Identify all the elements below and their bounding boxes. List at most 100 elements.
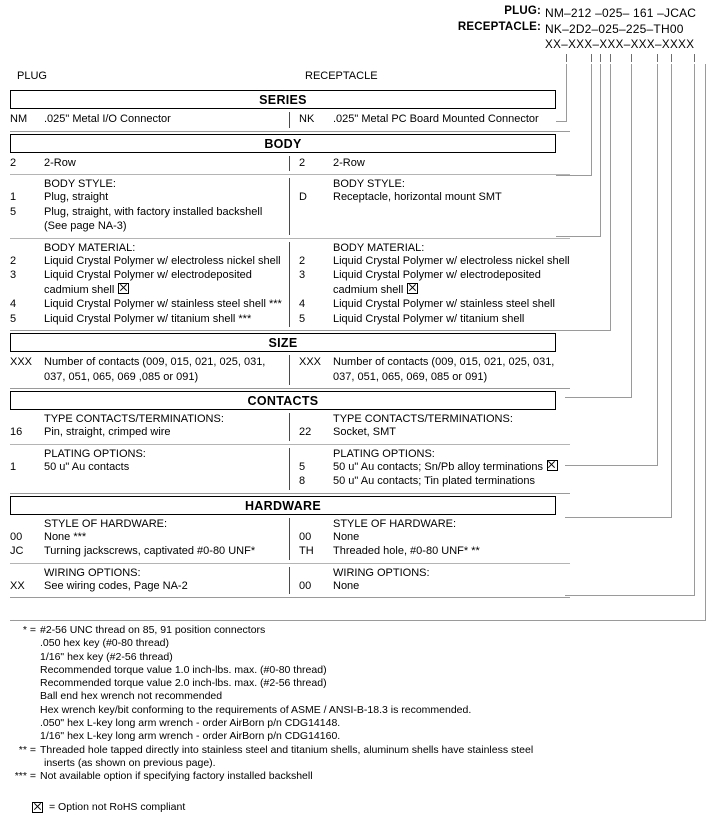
option-description: 50 u" Au contacts	[44, 460, 130, 473]
leader-line-body-material	[610, 64, 611, 330]
option-group: TYPE CONTACTS/TERMINATIONS: 16 Pin, straig…	[10, 410, 570, 445]
leader-line-size-h	[565, 397, 632, 398]
part-number-block: PLUG: NM–212 –025– 161 –JCAC RECEPTACLE:…	[0, 5, 717, 54]
option-row[interactable]: NM.025" Metal I/O Connector	[10, 112, 285, 127]
option-code: 1	[10, 191, 17, 203]
footnote-text: Not available option if specifying facto…	[40, 770, 710, 783]
option-group-title: TYPE CONTACTS/TERMINATIONS:	[333, 413, 513, 425]
option-code: 3	[299, 269, 306, 281]
option-description-continued: cadmium shell	[333, 282, 570, 298]
option-code: 22	[299, 426, 312, 438]
footnote-line: #2-56 UNC thread on 85, 91 position conn…	[40, 624, 266, 636]
rohs-not-compliant-icon	[407, 282, 419, 294]
receptacle-part-number: NK–2D2–025–225–TH00	[545, 22, 684, 36]
option-code: NK	[299, 113, 315, 125]
footnote-subline: Ball end hex wrench not recommended	[40, 690, 223, 703]
option-description-continued: (See page NA-3)	[44, 220, 127, 232]
option-code: XXX	[299, 356, 322, 368]
column-header-plug: PLUG	[17, 70, 47, 82]
option-description: Liquid Crystal Polymer w/ titanium shell	[333, 312, 525, 325]
option-group-title: BODY STYLE:	[44, 178, 116, 190]
footnote-subline: Hex wrench key/bit conforming to the req…	[40, 703, 472, 716]
leader-line-contact-type-h	[565, 465, 658, 466]
footnote-subline: Recommended torque value 1.0 inch-lbs. m…	[40, 663, 327, 676]
option-row[interactable]: 22 Socket, SMT	[299, 425, 570, 440]
option-description-continued: 037, 051, 065, 069, 085 or 091)	[333, 370, 488, 383]
option-row[interactable]: 16 Pin, straight, crimped wire	[10, 425, 285, 440]
option-code: 16	[10, 426, 23, 438]
tick-mark	[657, 54, 658, 62]
option-row[interactable]: NK .025" Metal PC Board Mounted Connector	[299, 112, 570, 127]
option-code: JC	[10, 545, 24, 557]
option-description: None ***	[44, 530, 87, 543]
plug-column: NM.025" Metal I/O Connector	[10, 109, 289, 131]
option-code: 5	[299, 460, 306, 473]
option-description: Socket, SMT	[333, 426, 396, 438]
footnote-line: Threaded hole tapped directly into stain…	[40, 743, 534, 756]
option-code: 2	[10, 254, 17, 267]
option-description: 2-Row	[333, 156, 365, 169]
plug-label: PLUG:	[504, 5, 541, 17]
option-code: XXX	[10, 356, 33, 368]
part-number-pattern: XX–XXX–XXX–XXX–XXXX	[545, 38, 695, 51]
footnote: * =#2-56 UNC thread on 85, 91 position c…	[10, 624, 710, 637]
footnote-text: #2-56 UNC thread on 85, 91 position conn…	[40, 624, 710, 637]
option-description: Plug, straight, with factory installed b…	[44, 205, 285, 234]
option-description: See wiring codes, Page NA-2	[44, 579, 188, 592]
rohs-legend-text: = Option not RoHS compliant	[49, 800, 186, 813]
option-description: Pin, straight, crimped wire	[44, 426, 171, 438]
option-description: None	[333, 530, 360, 543]
leader-line-hardware-h	[565, 595, 695, 596]
option-group-title: BODY MATERIAL:	[333, 241, 425, 254]
option-description: Liquid Crystal Polymer w/ electroless ni…	[44, 254, 281, 267]
leader-line-plating-h	[565, 517, 672, 518]
option-description: Receptacle, horizontal mount SMT	[333, 191, 502, 203]
option-description: Liquid Crystal Polymer w/ stainless stee…	[44, 298, 282, 310]
option-code: 2	[10, 156, 17, 169]
column-header-receptacle: RECEPTACLE	[305, 70, 378, 82]
option-description: .025" Metal PC Board Mounted Connector	[333, 113, 539, 125]
option-row[interactable]: 2 Liquid Crystal Polymer w/ electroless n…	[10, 254, 285, 269]
